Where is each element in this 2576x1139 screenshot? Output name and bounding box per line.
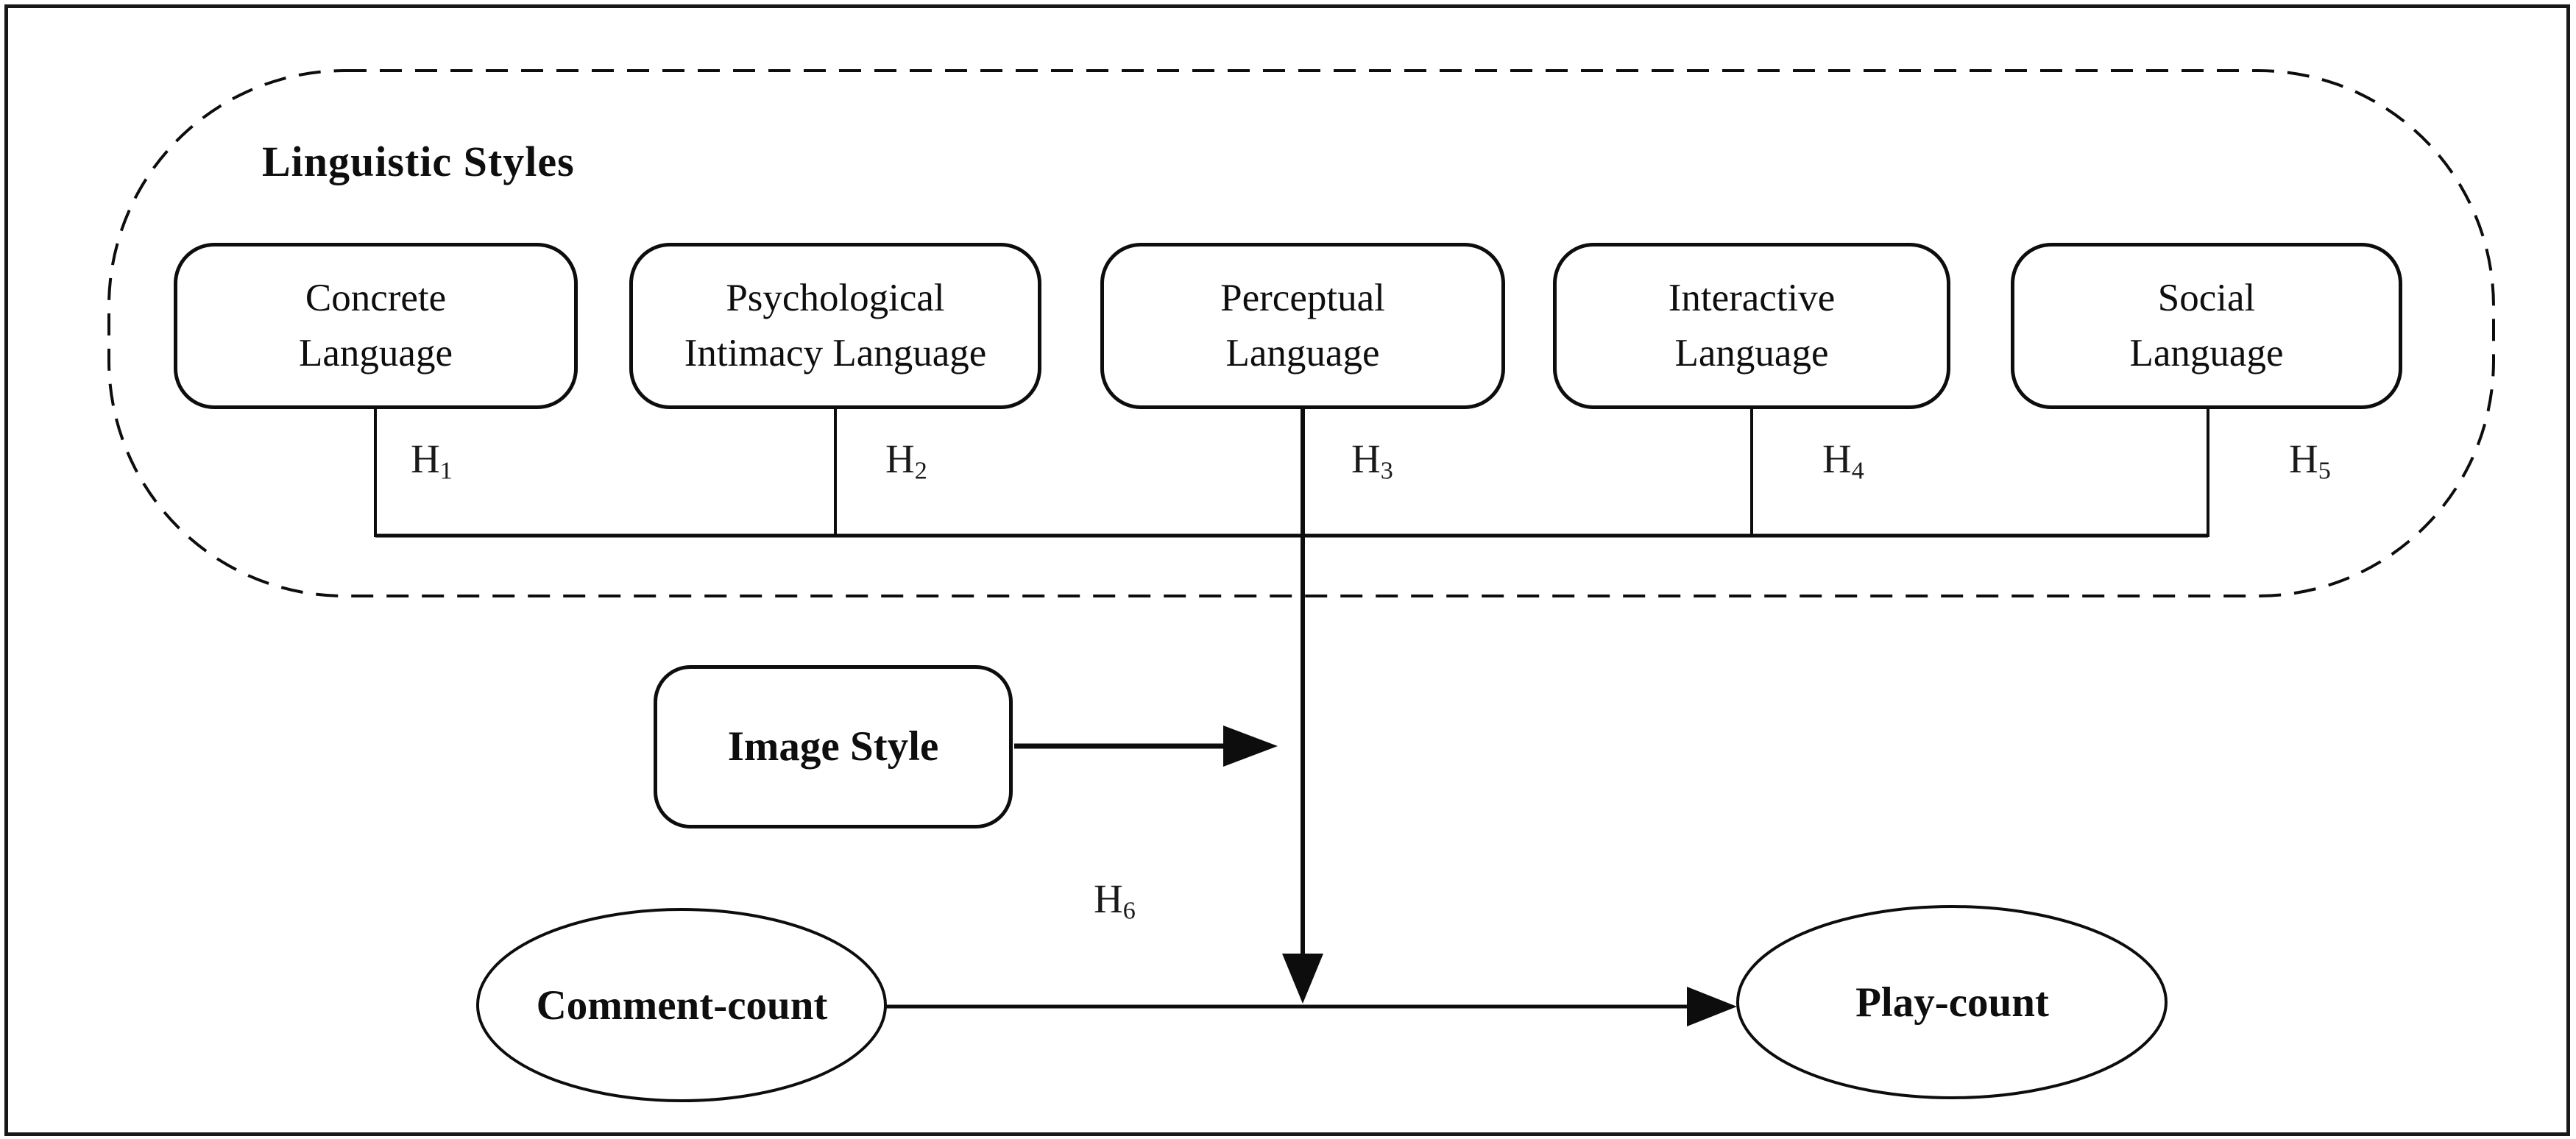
box-perceptual-language-label: Perceptual Language [1220, 276, 1385, 375]
h2-base: H [885, 436, 915, 481]
box-perceptual-language: Perceptual Language [1100, 243, 1505, 409]
h2-sub: 2 [914, 457, 927, 485]
box-image-style: Image Style [654, 665, 1013, 828]
h1-base: H [411, 436, 440, 481]
hypothesis-label-h1: H1 [411, 436, 453, 485]
hypothesis-label-h4: H4 [1822, 436, 1864, 485]
hypothesis-label-h2: H2 [885, 436, 927, 485]
h3-sub: 3 [1380, 457, 1393, 485]
figure-border-frame [4, 4, 2570, 1136]
h4-sub: 4 [1851, 457, 1864, 485]
down-arrowhead [1282, 954, 1323, 1004]
h5-sub: 5 [2318, 457, 2331, 485]
box-image-style-label: Image Style [727, 723, 939, 770]
box-psychological-intimacy-language-label: Psychological Intimacy Language [684, 276, 987, 375]
comment-count-label: Comment-count [536, 982, 828, 1029]
h3-base: H [1351, 436, 1381, 481]
hypothesis-label-h6: H6 [1094, 876, 1136, 925]
image-style-arrowhead [1223, 725, 1278, 767]
h1-sub: 1 [439, 457, 453, 485]
h5-base: H [2289, 436, 2318, 481]
play-count-ellipse [1736, 905, 2168, 1099]
h4-base: H [1822, 436, 1852, 481]
box-interactive-language-label: Interactive Language [1668, 276, 1836, 375]
hypothesis-label-h3: H3 [1351, 436, 1393, 485]
box-interactive-language: Interactive Language [1553, 243, 1950, 409]
box-concrete-language-label: Concrete Language [299, 276, 453, 375]
box-social-language-label: Social Language [2129, 276, 2284, 375]
box-social-language: Social Language [2011, 243, 2402, 409]
play-count-label: Play-count [1855, 979, 2049, 1026]
comment-count-ellipse [476, 908, 887, 1102]
box-psychological-intimacy-language: Psychological Intimacy Language [629, 243, 1041, 409]
h6-sub: 6 [1122, 897, 1136, 925]
comment-to-play-arrowhead [1687, 987, 1737, 1026]
hypothesis-label-h5: H5 [2289, 436, 2331, 485]
linguistic-styles-title: Linguistic Styles [262, 138, 575, 185]
box-concrete-language: Concrete Language [174, 243, 578, 409]
h6-base: H [1094, 876, 1123, 921]
linguistic-styles-dashed-container [107, 69, 2495, 597]
